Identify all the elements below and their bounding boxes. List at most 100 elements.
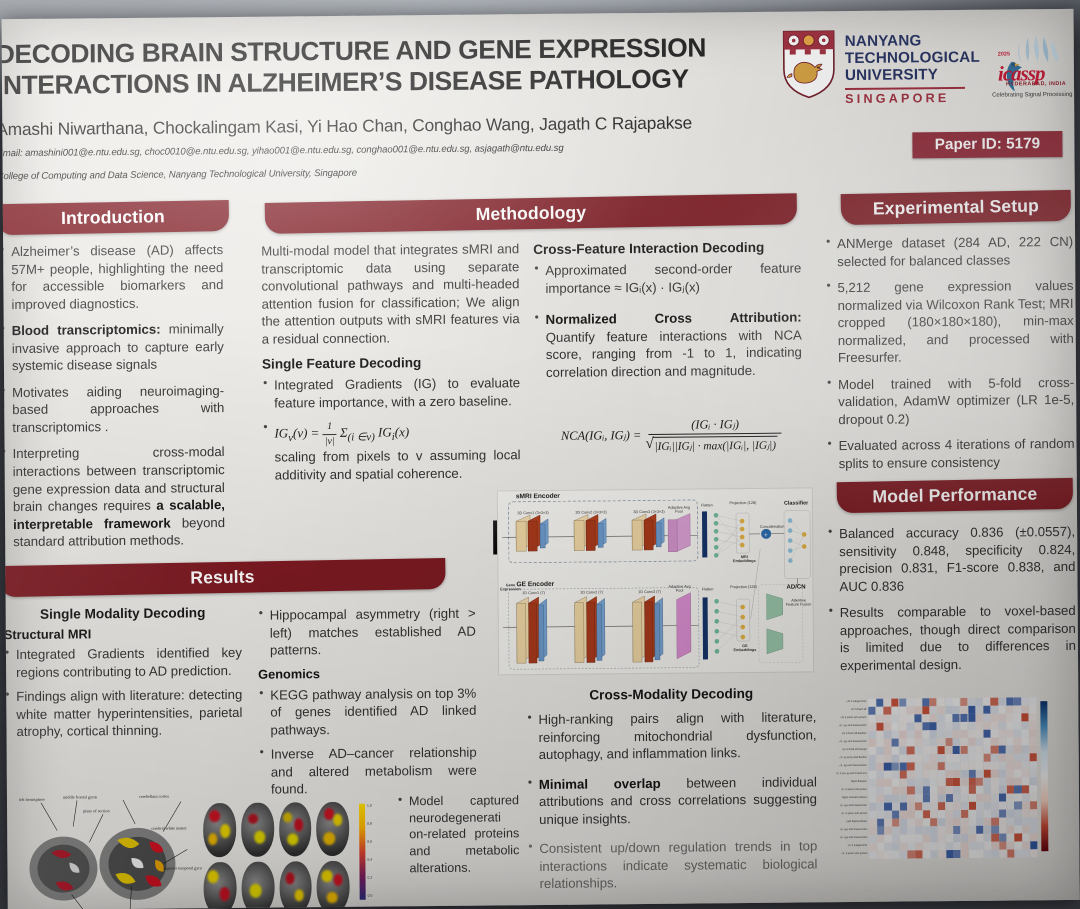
model-performance-bullets: Balanced accuracy 0.836 (±0.0557), sensi… [827, 523, 1076, 675]
list-item: Results comparable to voxel-based approa… [828, 602, 1076, 675]
heatmap-cell [929, 754, 938, 763]
heatmap-cell [899, 842, 908, 851]
heatmap-grid [868, 697, 1038, 859]
heatmap-cell [914, 722, 922, 731]
heatmap-cell [930, 826, 938, 835]
heatmap-cell [868, 738, 876, 747]
heatmap-cell [1029, 833, 1038, 842]
heatmap-cell [1014, 849, 1023, 858]
affiliation: College of Computing and Data Science, N… [1, 167, 357, 183]
heatmap-cell [968, 826, 977, 834]
heatmap-cell [961, 850, 969, 858]
heatmap-cell [915, 826, 923, 835]
heatmap-row-label: ch. ays amt transversion [840, 835, 868, 840]
experimental-setup-bullets: ANMerge dataset (284 AD, 222 CN) selecte… [825, 233, 1075, 473]
heatmap-cell [1021, 729, 1029, 738]
heatmap-cell [914, 706, 922, 715]
heatmap-cell [968, 778, 976, 786]
heatmap-cell [930, 770, 938, 779]
list-item: Minimal overlap between individual attri… [527, 773, 817, 828]
heatmap-cell [876, 786, 884, 795]
heatmap-cell [1014, 769, 1022, 778]
heatmap-cell [968, 753, 976, 762]
heatmap-cell [976, 793, 984, 802]
ge-conv2-label: 1D Conv2 (7) [580, 590, 603, 595]
heatmap-cell [960, 754, 968, 762]
genomics-bullets: KEGG pathway analysis on top 3% of genes… [258, 684, 477, 798]
heatmap-cell [975, 721, 983, 730]
list-item: Model trained with 5-fold cross-validati… [826, 374, 1074, 429]
heatmap-row-label: ch. 5 assoc prtn jensen [841, 811, 868, 816]
heatmap-cell [891, 714, 899, 723]
heatmap-cell [1014, 825, 1022, 834]
heatmap-cell [998, 697, 1006, 706]
heatmap-cell [961, 826, 969, 834]
heatmap-cell [877, 851, 885, 859]
heatmap-cell [922, 818, 931, 827]
heatmap-cell [922, 778, 930, 787]
heatmap-cell [929, 762, 938, 771]
heatmap-cell [922, 834, 931, 843]
heatmap-cell [983, 737, 991, 746]
heatmap-cell [983, 761, 991, 770]
heatmap-cell [984, 834, 992, 842]
heatmap-cell [930, 850, 938, 859]
heatmap-cell [999, 785, 1007, 794]
perf-bullet-2: Results comparable to voxel-based approa… [839, 603, 1076, 673]
brain-region-figure: left hemisphere middle frontal gyrus pla… [19, 794, 202, 909]
heatmap-cell [1006, 729, 1014, 738]
heatmap-cell [1014, 801, 1022, 810]
heatmap-cell [960, 770, 968, 778]
heatmap-cell [983, 769, 991, 778]
heatmap-cell [876, 802, 884, 811]
experimental-setup-banner: Experimental Setup [840, 189, 1072, 226]
heatmap-cell [915, 850, 923, 859]
smri-conv1-label: 3D Conv1 (3×3×3) [517, 510, 549, 516]
heatmap-cell [945, 746, 953, 754]
cf-bullet-2: Quantify feature interactions with NCA s… [545, 327, 802, 380]
heatmap-cell [953, 794, 961, 802]
heatmap-cell [1014, 841, 1023, 850]
heatmap-row-label: ch. ays amt transversion [839, 763, 867, 768]
cross-modality-col: Cross-Modality Decoding High-ranking pai… [526, 685, 817, 900]
heatmap-cell [1014, 809, 1022, 818]
list-item: Consistent up/down regulation trends in … [527, 838, 817, 893]
heatmap-cell [914, 698, 922, 707]
heatmap-cell [884, 802, 892, 811]
heatmap-cell [975, 745, 984, 754]
heatmap-cell [1029, 761, 1037, 770]
results-left-col: Single Modality Decoding Structural MRI … [4, 605, 243, 748]
heatmap-cell [922, 770, 930, 779]
heatmap-cell [921, 714, 930, 723]
heatmap-cell [1022, 833, 1030, 842]
heatmap-cell [983, 705, 991, 714]
heatmap-cell [930, 818, 938, 827]
list-item: IGv(v) = 1|v| Σ(i ∈v) IGi(x) scaling fro… [262, 419, 521, 484]
output-label: AD/CN [786, 584, 806, 591]
heatmap-cell [945, 842, 954, 851]
heatmap-cell [975, 753, 984, 762]
page-title: DECODING BRAIN STRUCTURE AND GENE EXPRES… [1, 32, 707, 101]
heatmap-row-label: chr 5 frwrd atf transgrl [842, 747, 867, 752]
mri-embeddings-label: MRI Embeddings [732, 555, 756, 564]
heatmap-cell [976, 850, 984, 858]
heatmap-cell [1006, 745, 1014, 754]
list-item: Evaluated across 4 iterations of random … [826, 435, 1074, 472]
heatmap-cell [937, 794, 946, 803]
heatmap-cell [1013, 705, 1022, 714]
single-feature-bullets: Integrated Gradients (IG) to evaluate fe… [262, 374, 521, 483]
heatmap-cell [929, 698, 937, 706]
heatmap-cell [975, 697, 983, 706]
heatmap-cell [884, 842, 892, 851]
heatmap-cell [907, 834, 915, 843]
hippocampal-bullet: Hippocampal asymmetry (right > left) mat… [269, 605, 476, 658]
heatmap-cell [891, 746, 899, 755]
nca-fraction: (IGᵢ · IGⱼ) |IGᵢ||IGⱼ| · max(|IGᵢ|, |IGⱼ… [648, 415, 782, 453]
sf-bullet-2: scaling from pixels to v assuming local … [274, 447, 521, 483]
heatmap-cell [1022, 809, 1030, 818]
heatmap-cell [884, 851, 892, 859]
smri-conv2-label: 3D Conv2 (3×3×3) [575, 510, 607, 515]
genomics-bullet-2: Inverse AD–cancer relationship and alter… [270, 744, 477, 797]
heatmap-cell [869, 827, 877, 835]
heatmap-cell [1030, 841, 1038, 850]
